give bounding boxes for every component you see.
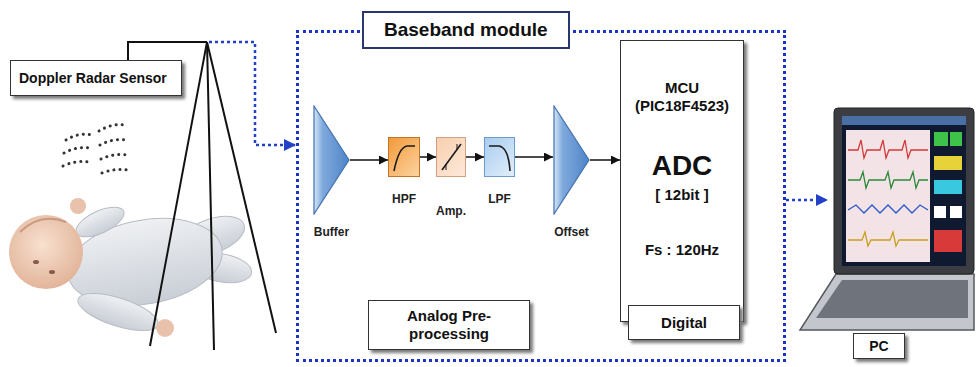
- mcu-box: MCU (PIC18F4523) ADC [ 12bit ] Fs : 120Hz: [620, 40, 744, 322]
- filter-icon: [389, 138, 419, 176]
- sample-rate-label: Fs : 120Hz: [621, 241, 743, 259]
- pc-group: PC: [828, 105, 976, 363]
- section-label-box: Digital: [628, 305, 740, 340]
- section-label: Analog Pre-processing: [377, 307, 521, 343]
- filter-block: LPF: [484, 137, 515, 177]
- signal-arrow: [420, 156, 436, 158]
- infant-mannequin: [9, 198, 254, 338]
- signal-arrow: [350, 159, 388, 161]
- block-label: Amp.: [436, 204, 466, 218]
- signal-link: [209, 42, 296, 145]
- module-frame: Baseband moduleBufferHPFAmp.LPFOffsetMCU…: [296, 30, 786, 362]
- offset-triangle: Offset: [553, 105, 590, 215]
- module-title: Baseband module: [362, 11, 570, 49]
- section-label-box: Analog Pre-processing: [368, 300, 530, 350]
- radar-waves: [63, 125, 128, 173]
- mcu-name: MCU (PIC18F4523): [621, 79, 743, 115]
- buffer-triangle: Buffer: [313, 105, 350, 215]
- resolution-label: [ 12bit ]: [621, 186, 743, 204]
- pc-box: PC: [853, 333, 905, 359]
- block-label: Offset: [554, 225, 589, 239]
- signal-link: [786, 199, 828, 202]
- block-label: LPF: [488, 192, 511, 206]
- signal-arrow: [466, 156, 484, 158]
- block-label: Buffer: [314, 225, 349, 239]
- signal-arrow: [515, 156, 553, 158]
- sensor-box: Doppler Radar Sensor: [10, 60, 182, 96]
- filter-icon: [485, 138, 514, 176]
- laptop: [800, 108, 974, 330]
- block-label: HPF: [392, 192, 416, 206]
- amp-block: Amp.: [436, 137, 466, 177]
- adc-label: ADC: [621, 149, 743, 183]
- triangle-outline: [313, 105, 350, 215]
- sensor-group: Doppler Radar Sensor: [8, 40, 209, 100]
- signal-arrow: [590, 159, 620, 161]
- filter-icon: [437, 138, 465, 176]
- filter-block: HPF: [388, 137, 420, 177]
- triangle-outline: [553, 105, 590, 215]
- section-label: Digital: [661, 314, 707, 332]
